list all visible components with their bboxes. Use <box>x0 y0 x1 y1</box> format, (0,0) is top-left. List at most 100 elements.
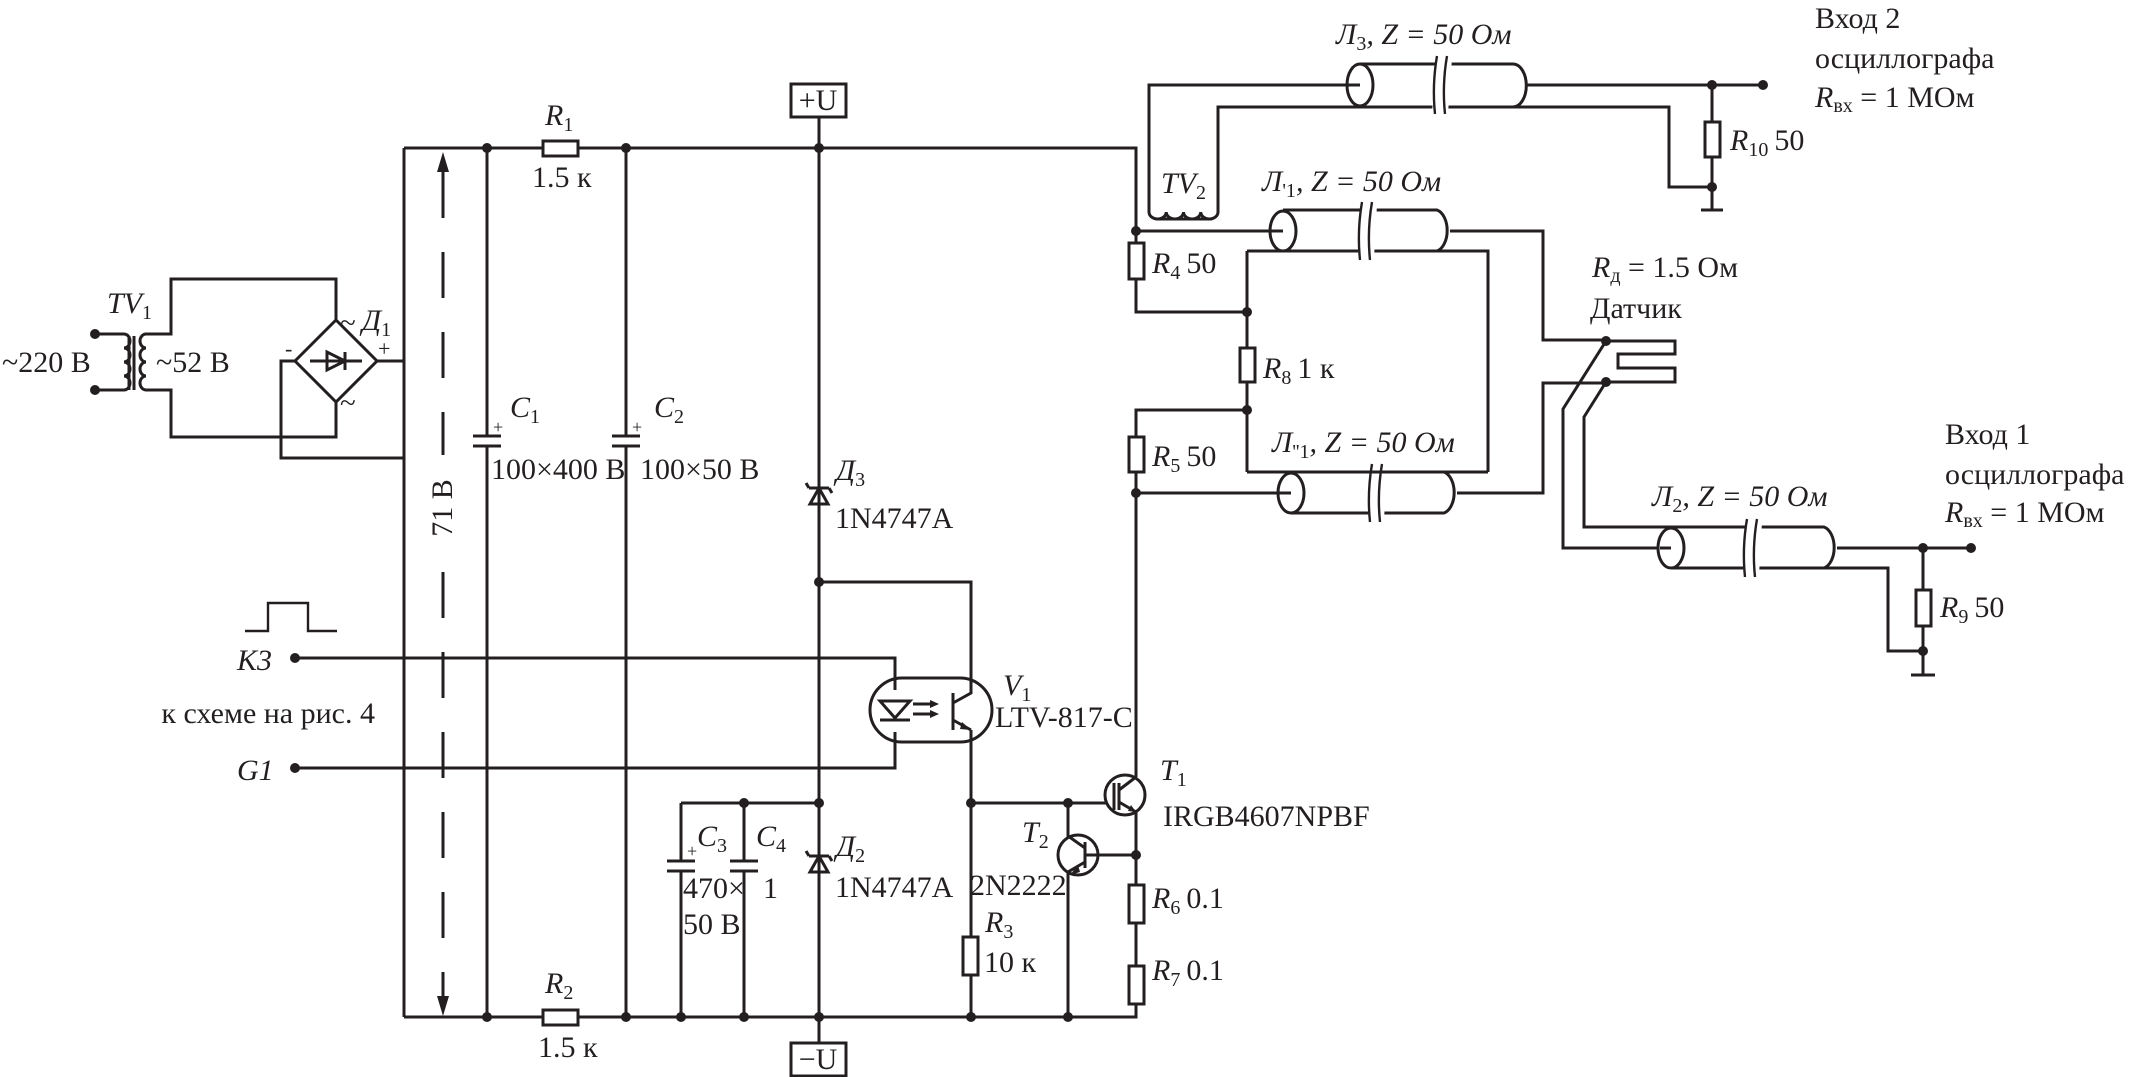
transformer-tv2: TV2 <box>1147 83 1360 221</box>
tv1-secondary-voltage: ~52 В <box>156 346 230 379</box>
capacitor-c3: + C3 470× 50 В <box>667 801 819 1017</box>
led-icon <box>876 699 914 722</box>
minus-u-terminal: −U <box>789 1017 848 1077</box>
scope2-terminal <box>1758 80 1768 90</box>
svg-text:Rд = 1.5 Ом: Rд = 1.5 Ом <box>1591 251 1738 287</box>
svg-text:C3: C3 <box>697 820 727 857</box>
capacitor-c2: + C2 100×50 В <box>612 148 759 1017</box>
zener-icon <box>804 850 834 874</box>
svg-text:Rвх = 1 МОм: Rвх = 1 МОм <box>1814 81 1975 117</box>
coax-cable-l1-prime: Л'1, Z = 50 Ом <box>1136 165 1606 472</box>
svg-text:+: + <box>687 841 697 861</box>
coax-cable-l1-double-prime: Л''1, Z = 50 Ом <box>1136 381 1606 523</box>
tv1-primary-voltage: ~220 В <box>2 346 91 379</box>
r2-value: 1.5 к <box>538 1031 598 1064</box>
svg-text:осциллографа: осциллографа <box>1945 458 2125 491</box>
svg-text:осциллографа: осциллографа <box>1815 42 1995 75</box>
scope-input-2-label: Вход 2 осциллографа Rвх = 1 МОм <box>1814 2 1995 117</box>
zener-d2: Д2 1N4747A <box>804 830 954 904</box>
g1-label: G1 <box>237 754 274 787</box>
svg-text:+: + <box>632 417 642 437</box>
bridge-plus-mark: + <box>378 336 390 361</box>
plus-u-terminal: +U <box>789 82 848 148</box>
svg-text:Л''1, Z = 50 Ом: Л''1, Z = 50 Ом <box>1271 426 1455 463</box>
bridge-ac-top-mark: ~ <box>340 307 356 339</box>
svg-text:470×: 470× <box>683 872 745 905</box>
voltage-label: 71 В <box>426 479 459 537</box>
svg-text:Л'1, Z = 50 Ом: Л'1, Z = 50 Ом <box>1261 165 1441 202</box>
svg-text:R3: R3 <box>984 906 1013 943</box>
pulse-icon <box>245 601 337 633</box>
arrow-up-icon <box>437 152 449 172</box>
transformer-core-icon <box>127 336 136 390</box>
svg-text:Д3: Д3 <box>833 454 865 491</box>
svg-text:T2: T2 <box>1022 816 1049 853</box>
reference-note: к схеме на рис. 4 <box>161 697 375 730</box>
svg-text:Л3, Z = 50 Ом: Л3, Z = 50 Ом <box>1335 18 1512 55</box>
svg-text:Д2: Д2 <box>833 830 865 867</box>
svg-text:Rвх = 1 МОм: Rвх = 1 МОм <box>1944 496 2105 532</box>
secondary-winding-icon <box>138 332 147 392</box>
svg-text:C2: C2 <box>654 391 684 428</box>
svg-text:R1: R1 <box>544 99 573 136</box>
bridge-ac-bottom-mark: ~ <box>340 387 356 419</box>
svg-text:−U: −U <box>799 1043 838 1076</box>
top-rail <box>404 146 1138 231</box>
coax-cable-l2: Л2, Z = 50 Ом <box>1651 480 1976 653</box>
k3-label: K3 <box>236 644 272 677</box>
current-sensor: Rд = 1.5 Ом Датчик <box>1561 251 1738 550</box>
capacitor-plates-icon <box>612 434 640 448</box>
svg-text:10 к: 10 к <box>984 946 1037 979</box>
svg-text:Л2, Z = 50 Ом: Л2, Z = 50 Ом <box>1651 480 1828 517</box>
t2-part: 2N2222 <box>970 869 1067 902</box>
arrow-down-icon <box>437 996 449 1016</box>
capacitor-plates-icon <box>473 434 501 448</box>
scope-input-1-label: Вход 1 осциллографа Rвх = 1 МОм <box>1944 418 2125 532</box>
bridge-diamond-icon <box>292 317 380 405</box>
control-inputs: K3 G1 к схеме на рис. 4 <box>161 601 897 787</box>
tv1-label: TV1 <box>107 287 152 324</box>
transistor-icon <box>1103 773 1147 817</box>
d1-label: Д1 <box>359 304 391 341</box>
svg-text:+: + <box>493 417 503 437</box>
transistor-t2: T2 2N2222 <box>970 803 1141 1017</box>
svg-text:R70.1: R70.1 <box>1151 954 1224 991</box>
igbt-t1: T1 IRGB4607NPBF <box>1103 493 1370 1004</box>
svg-text:R81 к: R81 к <box>1262 352 1335 389</box>
resistor-r3: R3 10 к <box>961 906 1037 979</box>
diode-icon <box>310 349 362 373</box>
c1-value: 100×400 В <box>491 453 625 486</box>
svg-text:Вход 1: Вход 1 <box>1945 418 2030 451</box>
c2-value: 100×50 В <box>640 453 759 486</box>
d2-part: 1N4747A <box>835 871 954 904</box>
capacitor-plates-icon <box>730 859 758 873</box>
svg-text:TV2: TV2 <box>1161 167 1206 204</box>
diode-bridge-d1: ~ ~ + - Д1 <box>279 304 404 460</box>
voltage-arrow: 71 В <box>426 152 459 1016</box>
svg-text:T1: T1 <box>1160 754 1187 791</box>
svg-text:50 В: 50 В <box>683 908 741 941</box>
svg-text:R2: R2 <box>544 967 573 1004</box>
v1-part: LTV-817-C <box>995 701 1133 734</box>
capacitor-c4: C4 1 <box>730 803 786 1017</box>
capacitor-plates-icon <box>667 859 695 873</box>
svg-text:R60.1: R60.1 <box>1151 882 1224 919</box>
resistor-r1: R1 1.5 к <box>532 99 592 194</box>
bridge-minus-mark: - <box>285 336 292 361</box>
svg-text:C1: C1 <box>510 391 540 428</box>
svg-text:C4: C4 <box>756 820 786 857</box>
sensor-label: Датчик <box>1590 292 1682 325</box>
svg-text:V1: V1 <box>1003 669 1031 706</box>
coax-cable-l3: Л3, Z = 50 Ом <box>1335 18 1768 189</box>
scope1-terminal <box>1966 543 1976 553</box>
optocoupler-body <box>868 676 994 744</box>
